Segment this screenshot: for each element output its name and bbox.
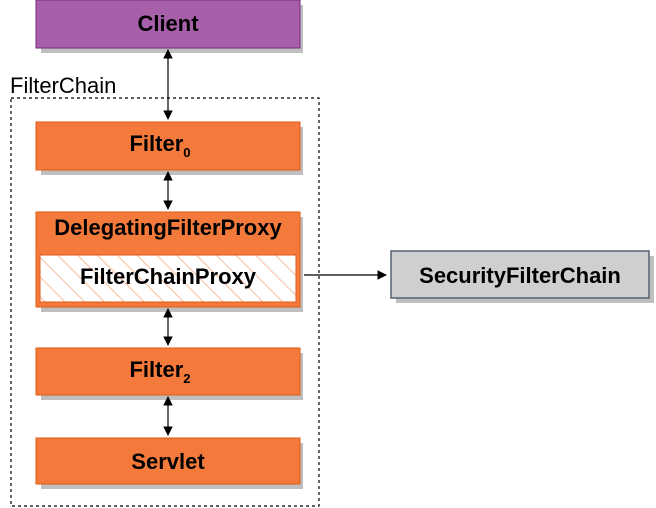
security-filter-chain-label: SecurityFilterChain (419, 263, 621, 288)
filter2-label: Filter2 (129, 357, 190, 386)
security-filter-chain-box (390, 250, 650, 299)
filter-chain-proxy-box (39, 254, 297, 303)
servlet-box (35, 437, 301, 485)
filter2-box (35, 347, 301, 396)
servlet-node: Servlet (35, 437, 303, 489)
servlet-label: Servlet (131, 449, 205, 474)
filter-chain-container (10, 97, 320, 507)
client-node: Client (35, 0, 303, 53)
client-box (35, 0, 301, 49)
filter-chain-label: FilterChain (10, 73, 116, 98)
filter0-node: Filter0 (35, 121, 303, 175)
filter0-label: Filter0 (129, 131, 190, 160)
filter0-box (35, 121, 301, 171)
security-filter-chain-node: SecurityFilterChain (390, 250, 654, 303)
delegating-filter-proxy-node: DelegatingFilterProxy FilterChainProxy (35, 211, 303, 312)
filter-chain-proxy-label: FilterChainProxy (80, 264, 257, 289)
client-label: Client (137, 11, 199, 36)
delegating-filter-proxy-label: DelegatingFilterProxy (54, 215, 282, 240)
filter2-node: Filter2 (35, 347, 303, 400)
filter-chain-proxy-node: FilterChainProxy (39, 254, 297, 303)
